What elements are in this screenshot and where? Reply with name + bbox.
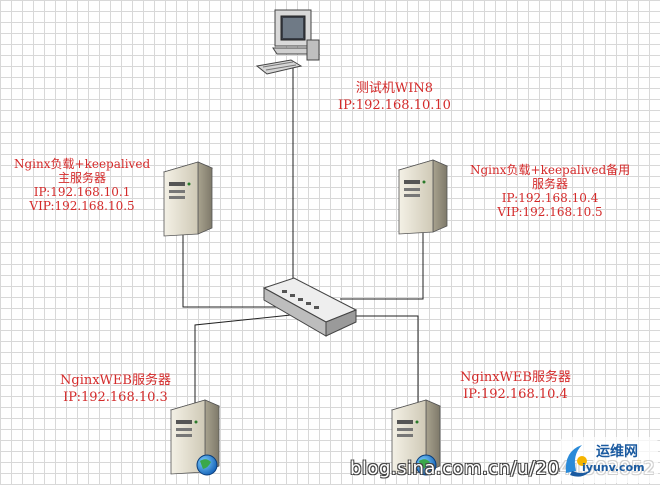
lb-master-role: 主服务器 xyxy=(58,171,107,185)
logo-icon xyxy=(560,437,658,483)
lb-backup-role: 服务器 xyxy=(532,177,569,191)
web-right-label: NginxWEB服务器 IP:192.168.10.4 xyxy=(460,369,571,403)
globe-icon xyxy=(196,454,218,476)
lb-backup-title: Nginx负载+keepalived备用 xyxy=(470,163,631,177)
logo-en-text: iyunv.com xyxy=(582,461,645,474)
lb-backup-ip: IP:192.168.10.4 xyxy=(501,191,599,205)
link-master-switch xyxy=(182,205,293,308)
computer-icon xyxy=(255,9,320,75)
link-backup-switch xyxy=(340,200,424,300)
lb-master-ip: IP:192.168.10.1 xyxy=(33,185,131,199)
lb-backup-vip: VIP:192.168.10.5 xyxy=(497,205,603,219)
lb-backup-label: Nginx负载+keepalived备用 服务器 IP:192.168.10.4… xyxy=(470,163,630,219)
lb-master-label: Nginx负载+keepalived 主服务器 IP:192.168.10.1 … xyxy=(14,157,150,213)
logo-cn-text: 运维网 xyxy=(596,444,638,460)
switch-icon xyxy=(262,277,358,337)
web-left-title: NginxWEB服务器 xyxy=(60,373,171,388)
client-ip: IP:192.168.10.10 xyxy=(338,98,451,113)
watermark-logo: 运维网 iyunv.com xyxy=(560,437,658,483)
client-label: 测试机WIN8 IP:192.168.10.10 xyxy=(338,81,451,115)
web-right-ip: IP:192.168.10.4 xyxy=(463,387,568,402)
connections xyxy=(182,68,424,440)
web-left-label: NginxWEB服务器 IP:192.168.10.3 xyxy=(60,372,171,406)
link-switch-webright xyxy=(340,315,419,440)
web-right-title: NginxWEB服务器 xyxy=(460,370,571,385)
server-icon xyxy=(163,161,213,237)
lb-master-vip: VIP:192.168.10.5 xyxy=(29,199,135,213)
link-switch-webleft xyxy=(194,312,311,440)
web-left-ip: IP:192.168.10.3 xyxy=(63,390,168,405)
server-icon xyxy=(398,159,448,235)
client-name: 测试机WIN8 xyxy=(355,81,434,96)
lb-master-title: Nginx负载+keepalived xyxy=(14,157,151,171)
globe-icon xyxy=(415,454,437,476)
